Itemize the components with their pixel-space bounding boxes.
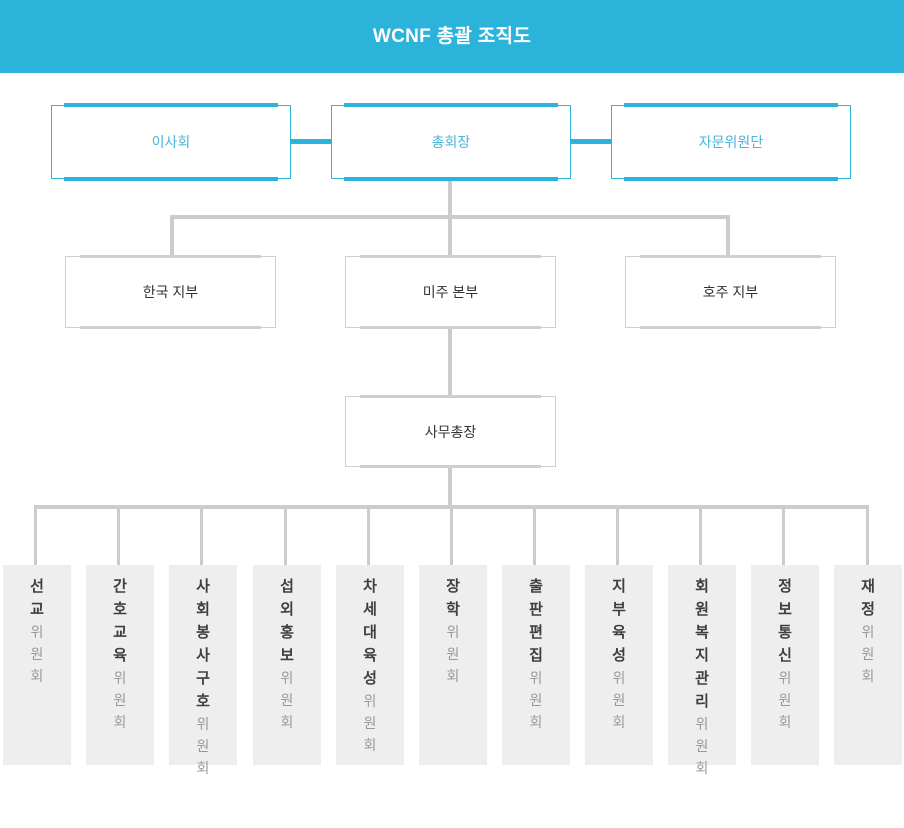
connector-board-to-president: [290, 139, 332, 144]
connector-americas-to-secretary: [448, 328, 452, 396]
connector-drop-committee: [782, 505, 785, 565]
node-president-label: 총회장: [431, 134, 471, 150]
connector-drop-committee: [533, 505, 536, 565]
node-accent-bar-bottom: [64, 177, 278, 181]
connector-president-to-advisory: [570, 139, 612, 144]
connector-drop-committee: [367, 505, 370, 565]
node-president[interactable]: 총회장: [331, 103, 571, 181]
node-australia-branch-label: 호주 지부: [702, 284, 759, 300]
connector-drop-australia: [726, 215, 730, 256]
node-australia-branch[interactable]: 호주 지부: [625, 255, 836, 329]
connector-president-down: [448, 178, 452, 218]
node-board-label: 이사회: [151, 134, 191, 150]
connector-drop-americas: [448, 215, 452, 256]
node-accent-bar-bottom: [344, 177, 558, 181]
node-advisory[interactable]: 자문위원단: [611, 103, 851, 181]
connector-drop-committee: [450, 505, 453, 565]
node-americas-hq-label: 미주 본부: [422, 284, 479, 300]
connector-drop-committee: [34, 505, 37, 565]
node-accent-bar-bottom: [80, 326, 261, 329]
connector-drop-korea: [170, 215, 174, 256]
node-accent-bar-top: [360, 395, 541, 398]
node-accent-bar-top: [360, 255, 541, 258]
node-accent-bar-top: [344, 103, 558, 107]
node-accent-bar-top: [640, 255, 821, 258]
connector-drop-committee: [284, 505, 287, 565]
node-accent-bar-bottom: [360, 465, 541, 468]
node-accent-bar-top: [624, 103, 838, 107]
node-korea-branch[interactable]: 한국 지부: [65, 255, 276, 329]
connector-secretary-down: [448, 467, 452, 508]
chart-header-banner: WCNF 총괄 조직도: [0, 0, 904, 73]
node-korea-branch-label: 한국 지부: [142, 284, 199, 300]
node-accent-bar-bottom: [624, 177, 838, 181]
connector-drop-committee: [200, 505, 203, 565]
node-accent-bar-bottom: [360, 326, 541, 329]
node-accent-bar-top: [64, 103, 278, 107]
connector-drop-committee: [117, 505, 120, 565]
connector-drop-committee: [866, 505, 869, 565]
node-secretary-general[interactable]: 사무총장: [345, 395, 556, 468]
node-secretary-general-label: 사무총장: [424, 423, 477, 440]
page-title: WCNF 총괄 조직도: [372, 26, 532, 47]
connector-drop-committee: [616, 505, 619, 565]
connector-drop-committee: [699, 505, 702, 565]
node-board[interactable]: 이사회: [51, 103, 291, 181]
node-americas-hq[interactable]: 미주 본부: [345, 255, 556, 329]
node-accent-bar-top: [80, 255, 261, 258]
node-accent-bar-bottom: [640, 326, 821, 329]
node-advisory-label: 자문위원단: [698, 134, 764, 150]
